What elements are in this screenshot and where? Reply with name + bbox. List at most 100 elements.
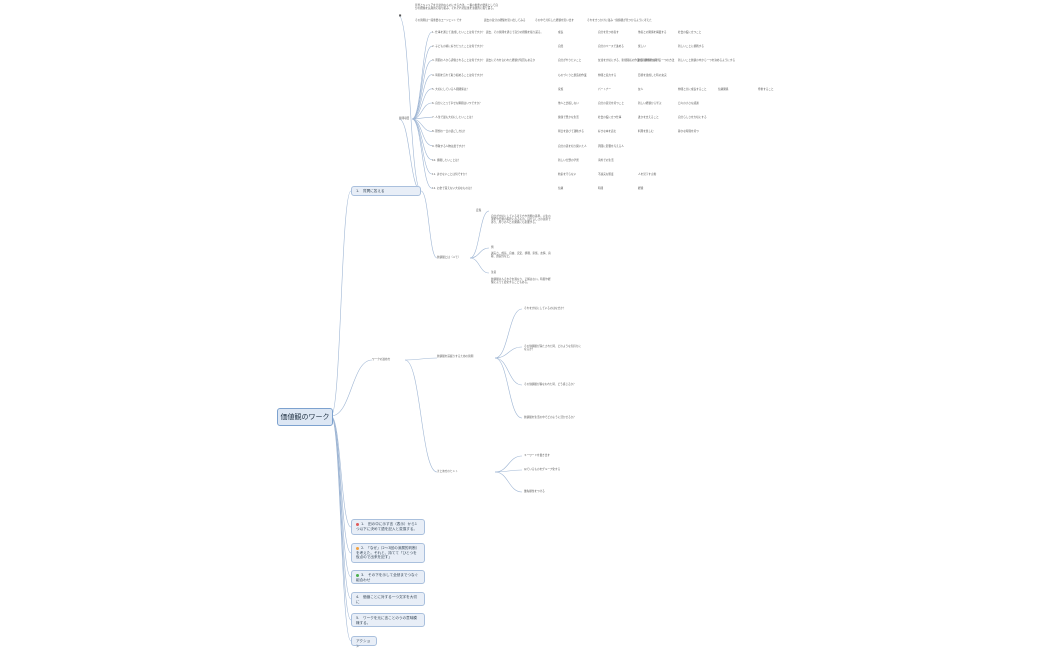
b3-item-connector	[494, 471, 523, 493]
hub-question-connector	[411, 118, 433, 146]
branch-node-7[interactable]: アクション	[351, 636, 377, 648]
answer-item: 自分のペースで進める	[598, 45, 624, 49]
question-1[interactable]: 1. 仕事を通じて達成したいことは何ですか？	[432, 31, 485, 34]
branch-node-3[interactable]: 2. 「なぜ」（2〜3回の深層的判断）を考えた。それと、持てて「ひとつを仮点ので…	[351, 543, 425, 563]
answer-item: 海外での生活	[598, 158, 614, 162]
answer-item: 時間	[598, 187, 604, 191]
answer-item: 楽しい	[638, 45, 646, 49]
branch-label: 2. 「なぜ」（2〜3回の深層的判断）を考えた。それと、持てて「ひとつを仮点ので…	[356, 546, 420, 560]
b3-item-connector	[494, 455, 523, 473]
b2-item-connector	[469, 210, 490, 259]
branch-node-1[interactable]: 1. 質問に答える	[351, 186, 421, 196]
answer-item: ものづくりと創造的作業	[558, 73, 587, 77]
hub-question-connector	[411, 45, 433, 120]
b3-item-connector	[494, 346, 523, 359]
priority-green-icon	[356, 573, 359, 577]
answer-item: 家族	[558, 87, 564, 91]
branch-node-5[interactable]: 4. 価値ことに対する一つ文字を大切に	[351, 592, 425, 606]
b3-g1-item-3: その価値観が損なわれた時、どう感じるか？	[524, 383, 576, 386]
question-7[interactable]: 7. 人生で最も大切にしたいことは？	[432, 116, 475, 120]
answer-item: 尊重すること	[758, 87, 774, 91]
b3-g2-item-3: 優先順位をつける	[524, 490, 545, 493]
branch-node-4[interactable]: 3. その下を示して全然までつなぐ組合わせ	[351, 570, 425, 584]
root-node[interactable]: 価値観のワーク	[277, 408, 333, 426]
answer-item: 誰かを支えること	[638, 116, 659, 120]
root-connector-4	[330, 415, 352, 578]
question-2[interactable]: 2. 子どもの頃に好きだったことは何ですか？	[432, 45, 485, 49]
b2-key-1: 定義	[476, 209, 482, 212]
answer-item: 新しい分野の学習	[558, 158, 579, 162]
answer-item: 料理を楽しむ	[638, 130, 654, 134]
b3-item-connector	[494, 469, 523, 473]
b2-key-3: 注意	[491, 271, 497, 274]
answer-item: 自分らしさを大切にする	[678, 116, 707, 120]
b2-item-connector	[469, 257, 490, 274]
branch-node-6[interactable]: 5. ワークを元に言ことのうの意味模様する。	[351, 613, 425, 627]
branch-label: 5. ワークを元に言ことのうの意味模様する。	[356, 616, 417, 625]
top-row-item-3: それをきっかけに強み・価値観が見つかるように考えた	[587, 19, 652, 22]
root-connector-1	[330, 190, 352, 417]
b3-group-connector	[404, 357, 438, 361]
hub-question-connector	[411, 118, 433, 175]
answer-item: 自分の意見を持つこと	[598, 102, 624, 105]
b2-item-connector	[469, 247, 490, 259]
branch2-label: 価値観とは（メモ）	[437, 256, 461, 259]
top-note-2: その質問は一段重要なエージェントです	[415, 19, 462, 22]
question-5[interactable]: 5. 大切にしている人間関係は？	[432, 87, 469, 91]
branch-label: 4. 価値ことに対する一つ文字を大切に	[356, 595, 417, 604]
b2-text-1: 自分が大切にしている考え方や判断の基準。人生の選択や行動の指針になるもの。自分ら…	[491, 215, 551, 225]
question-10[interactable]: 10. 挑戦したいことは？	[432, 158, 461, 162]
top-hub: ■	[399, 14, 402, 17]
answer-item: パートナー	[598, 87, 611, 91]
b3-group-connector	[404, 359, 438, 473]
root-connector-b3	[330, 359, 373, 417]
question-8[interactable]: 8. 理想の一日の過ごし方は？	[432, 130, 467, 134]
question-12[interactable]: 12. お金で買えない大切なものは？	[432, 187, 474, 191]
answer-item: 友達を大切にする、新規開拓の作業で、挑戦的な考え	[598, 59, 661, 63]
b3-g1-item-1: それを大切にしているのはなぜか？	[524, 307, 566, 310]
answer-item: 他人と比較しない	[558, 102, 579, 105]
question-9[interactable]: 9. 尊敬する人物は誰ですか？	[432, 144, 467, 148]
top-row-item-1: 過去の自分の経験を思い出してみる	[484, 19, 526, 22]
answer-item: 新しいこと価値の中から一つを決めるようにする	[678, 59, 736, 63]
question-3[interactable]: 3. 周囲の人から評価されることは何ですか？	[432, 59, 485, 63]
b3-item-connector	[494, 357, 523, 386]
branch-node-2[interactable]: 1. 田の中に示す言（表示）から1つ以下に決めて語を記入と変換する。	[351, 519, 425, 535]
top-note-1: 背景とキャリアを日常的なものにする方法。一番の重要の要素として自分の経験を長期的…	[415, 4, 498, 11]
branch3-label: ワークの進め方	[372, 358, 391, 361]
hub-question-connector	[411, 102, 433, 120]
b3-g2-item-2: 似ているものをグループ化する	[524, 468, 561, 471]
answer-item: 健康で豊かな生活	[558, 116, 579, 120]
hub-question-connector	[411, 60, 433, 120]
answer-item: 人を見下す言動	[638, 173, 657, 176]
hub-question-connector	[411, 118, 433, 189]
root-connector-7	[330, 415, 352, 642]
b1-top-connector	[398, 15, 422, 192]
b3-item-connector	[494, 308, 523, 359]
answer-item: 友人	[638, 87, 644, 91]
answer-item: 新しいことに挑戦する	[678, 45, 704, 49]
answer-item: 不誠実な態度	[598, 173, 614, 176]
b3-group-1-title: 価値観を深掘りするための質問	[437, 355, 474, 358]
answer-item: 自分の道を切り開いた人	[558, 144, 587, 148]
b3-item-connector	[494, 357, 523, 419]
root-connector-6	[330, 415, 352, 621]
b2-key-2: 例	[491, 246, 494, 249]
b3-g1-item-2: その価値観が満たされた時、どのような気持ちになるか？	[524, 345, 582, 352]
hub-question-connector	[411, 74, 433, 120]
question-note: 過去にそれを言われた経験が何回もあるか	[486, 59, 536, 63]
answer-item: 仲間と協力する	[598, 73, 617, 77]
question-4[interactable]: 4. 時間を忘れて取り組めることは何ですか？	[432, 73, 485, 77]
top-row-item-2: その中で共有した経験を思い出す	[535, 19, 574, 22]
branch-label: 1. 質問に答える	[356, 189, 385, 193]
answer-item: 静かな時間を持つ	[678, 130, 699, 134]
answer-item: 好きな本を読む	[598, 130, 617, 134]
question-11[interactable]: 11. 許せないことは何ですか？	[432, 173, 469, 176]
branch-label: 3. その下を示して全然までつなぐ組合わせ	[356, 573, 419, 582]
b1-b2-connector	[420, 190, 438, 259]
b3-group-2-title: まとめ方のヒント	[437, 470, 458, 473]
question-6[interactable]: 6. 自分にとって幸せな瞬間はいつですか？	[432, 102, 482, 105]
b3-g1-item-4: 価値観を生活の中でどのように活かせるか？	[524, 416, 576, 419]
hub-question-connector	[411, 116, 433, 120]
